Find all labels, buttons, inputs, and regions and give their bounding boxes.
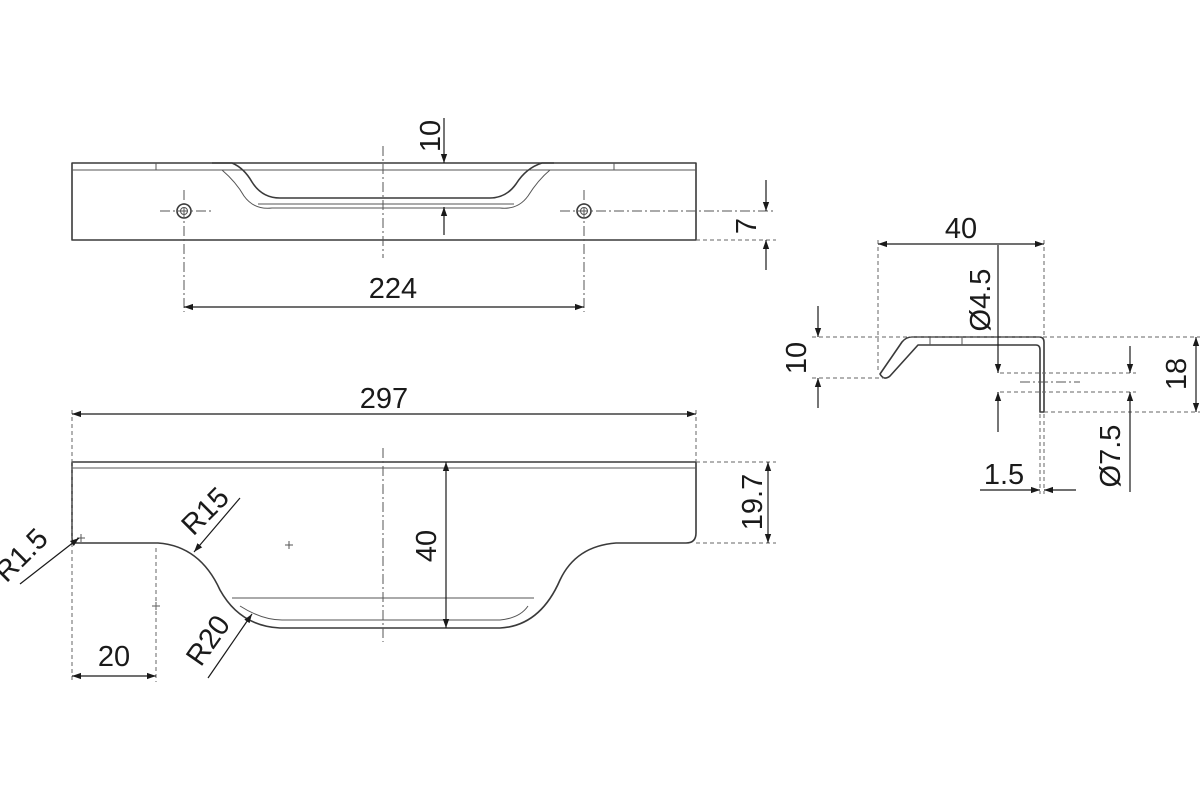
dim-profile-width: 40	[945, 213, 977, 245]
dim-hole-spacing: 224	[369, 273, 417, 305]
front-view: 297 40 19.7 R1.5 R15 R20 20	[0, 383, 776, 682]
dim-upper-radius: R15	[176, 482, 236, 542]
dim-overall-length: 297	[360, 383, 408, 415]
dim-hole-offset: 7	[731, 218, 763, 234]
dim-lower-radius: R20	[180, 610, 237, 672]
dim-lip-height: 10	[781, 342, 813, 374]
top-view-recess	[212, 162, 554, 199]
dim-top-depth: 10	[415, 120, 447, 152]
top-view-outline	[71, 162, 697, 241]
dim-height: 40	[411, 530, 443, 562]
front-view-outline	[71, 461, 697, 629]
dim-wall-thickness: 1.5	[984, 459, 1024, 491]
top-view: 10 7 224	[71, 118, 776, 312]
dim-hole-diameter: Ø4.5	[965, 269, 997, 332]
dim-flange-height: 19.7	[737, 474, 769, 530]
dim-profile-height: 18	[1161, 358, 1193, 390]
dim-side-offset: 20	[98, 641, 130, 673]
side-profile-outline	[879, 336, 1045, 413]
dim-counterbore-diameter: Ø7.5	[1095, 425, 1127, 488]
side-view: 40 Ø4.5 10 18 Ø7.5 1.5	[781, 213, 1200, 494]
